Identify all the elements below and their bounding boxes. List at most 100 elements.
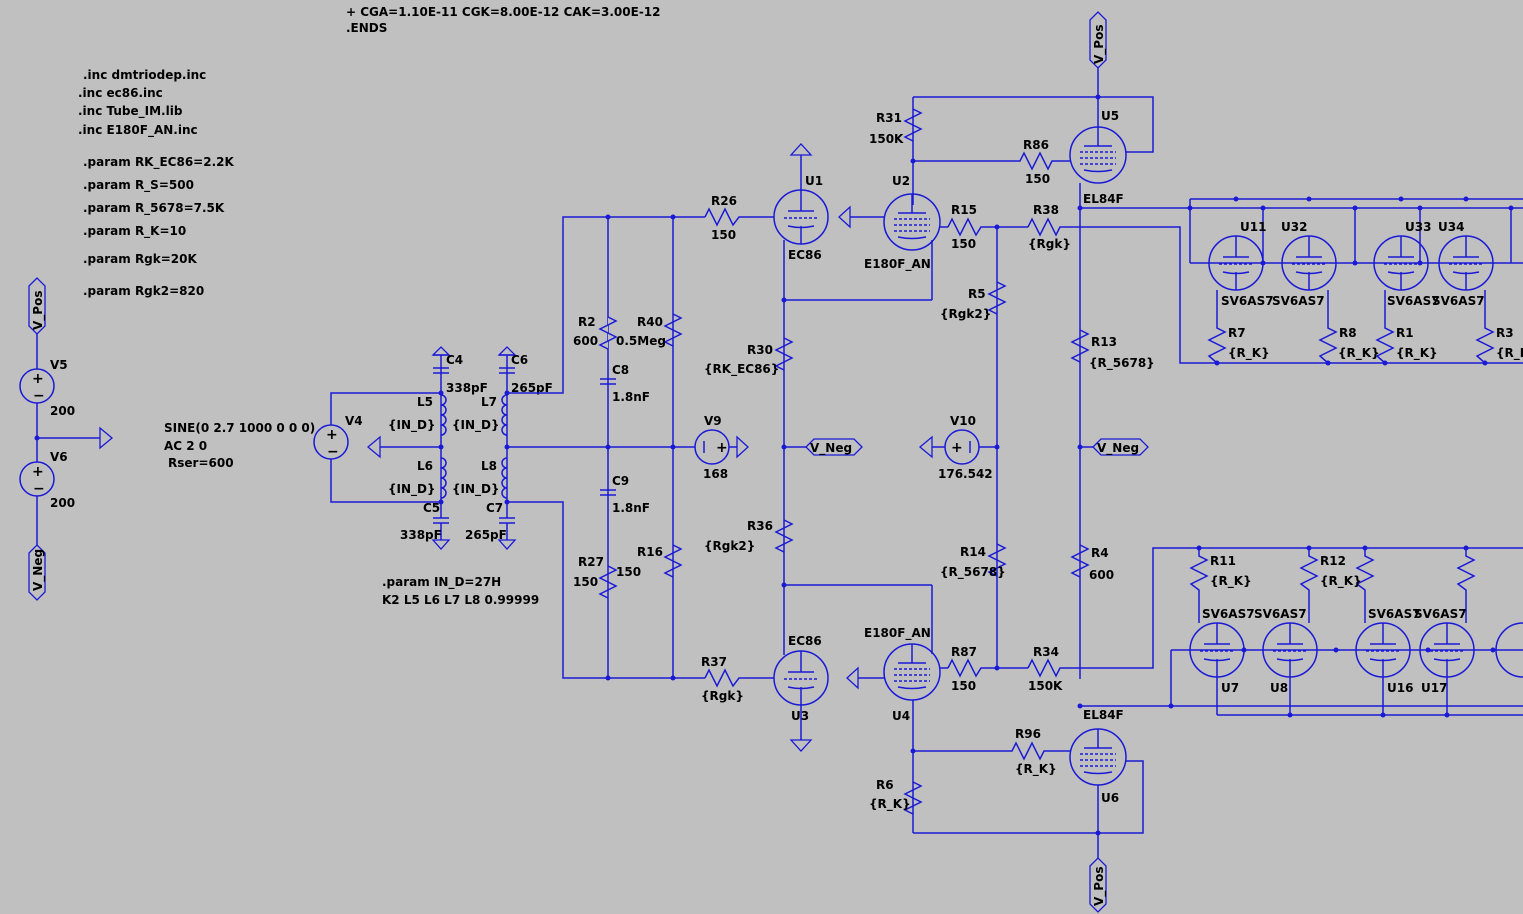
input-transformer[interactable]: C4 338pF C6 265pF L5 {IN_D} L7 {IN_D} L6… xyxy=(366,346,553,550)
capacitor-c6[interactable] xyxy=(499,367,515,374)
component-value: 200 xyxy=(50,404,75,418)
component-value: 600 xyxy=(1089,568,1114,582)
tube-ref: U8 xyxy=(1270,681,1288,695)
input-bias-network[interactable]: R2 600 R40 0.5Meg C8 1.8nF C9 1.8nF R27 … xyxy=(507,214,705,681)
component-value: 265pF xyxy=(511,381,553,395)
tube-u3[interactable] xyxy=(773,650,829,706)
component-name: R30 xyxy=(747,343,773,357)
inductor-l5[interactable] xyxy=(440,394,447,436)
component-value: {IN_D} xyxy=(452,418,500,433)
resistor-r16[interactable] xyxy=(947,658,997,678)
param-line[interactable]: .param R_5678=7.5K xyxy=(83,201,225,216)
resistor-r40[interactable] xyxy=(663,313,683,347)
resistor-r96[interactable] xyxy=(1207,290,1227,364)
resistor-r1[interactable] xyxy=(1189,548,1209,623)
power-tube-bank-top[interactable]: U11 U32 U33 U34 SV6AS7 SV6AS7 SV6AS7 SV6… xyxy=(1187,196,1523,366)
component-name: V9 xyxy=(704,414,722,428)
resistor-r87[interactable] xyxy=(913,741,1070,761)
bias-source-v9[interactable]: + V9 168 xyxy=(694,414,749,481)
capacitor-c9[interactable] xyxy=(600,489,616,496)
resistor-r26[interactable] xyxy=(704,207,774,227)
component-name: R31 xyxy=(876,111,902,125)
inductor-l8[interactable] xyxy=(501,457,508,499)
capacitor-c4[interactable] xyxy=(433,367,449,374)
tube-model: SV6AS7 xyxy=(1272,294,1325,308)
param-line[interactable]: .param Rgk=20K xyxy=(83,252,198,266)
resistor-r33[interactable] xyxy=(774,519,794,553)
resistor-r3[interactable] xyxy=(1299,548,1319,623)
component-value: 150 xyxy=(711,228,736,242)
capacitor-c8[interactable] xyxy=(600,378,616,385)
component-name: R96 xyxy=(1015,727,1041,741)
ec86-stage[interactable]: R26 150 R37 {Rgk} U1 EC86 EC86 U3 R30 {R… xyxy=(701,143,932,752)
param-line[interactable]: .param Rgk2=820 xyxy=(83,284,204,298)
tube-ref: U1 xyxy=(805,174,823,188)
resistor-r36[interactable] xyxy=(987,543,1007,577)
include-line[interactable]: .inc E180F_AN.inc xyxy=(78,123,198,138)
tube-model: SV6AS7 xyxy=(1387,294,1440,308)
resistor-r11[interactable] xyxy=(1355,548,1375,623)
param-line[interactable]: .param RK_EC86=2.2K xyxy=(83,155,234,170)
component-value: 150K xyxy=(869,132,904,146)
resistor-r38[interactable] xyxy=(1027,217,1523,364)
resistor-r15[interactable] xyxy=(947,217,997,237)
component-value: {R_K} xyxy=(1210,574,1252,589)
capacitor-c7[interactable] xyxy=(499,517,515,524)
bias-source-v10[interactable]: + V10 176.542 xyxy=(918,414,997,481)
component-value: {R_K} xyxy=(869,797,911,812)
resistor-r31[interactable] xyxy=(903,108,923,142)
resistor-r2[interactable] xyxy=(598,316,618,350)
capacitor-c5[interactable] xyxy=(433,517,449,524)
param-line[interactable]: .param IN_D=27H xyxy=(382,575,501,590)
net-flag-vneg xyxy=(805,438,863,456)
resistor-r13[interactable] xyxy=(1070,329,1090,363)
resistor-r34[interactable] xyxy=(903,781,923,815)
resistor-r27[interactable] xyxy=(704,668,774,688)
resistor-r5[interactable] xyxy=(987,281,1007,315)
resistor-r14[interactable] xyxy=(1070,544,1090,578)
resistor-r6[interactable] xyxy=(1318,290,1338,364)
e180f-stage[interactable]: U2 E180F_AN R15 150 R38 {Rgk} R5 {Rgk2} … xyxy=(838,174,1523,723)
include-line[interactable]: .inc Tube_IM.lib xyxy=(78,104,183,119)
include-line[interactable]: .inc ec86.inc xyxy=(78,86,163,100)
tube-model: SV6AS7 xyxy=(1202,607,1255,621)
component-name: R26 xyxy=(711,194,737,208)
resistor-r4[interactable] xyxy=(598,565,618,599)
component-value: {R_5678} xyxy=(940,565,1006,580)
component-value: 176.542 xyxy=(938,467,993,481)
component-name: V6 xyxy=(50,450,68,464)
tube-u6[interactable] xyxy=(1069,728,1127,786)
component-value: {Rgk} xyxy=(1028,237,1071,251)
tube-ref: U5 xyxy=(1101,109,1119,123)
component-value: {Rgk2} xyxy=(940,307,991,321)
param-line[interactable]: .param R_S=500 xyxy=(83,178,194,193)
tube-model: SV6AS7 xyxy=(1432,294,1485,308)
resistor-r8[interactable] xyxy=(1475,290,1495,364)
input-source-v4[interactable]: SINE(0 2.7 1000 0 0 0) AC 2 0 Rser=600 V… xyxy=(164,392,441,503)
component-name: R13 xyxy=(1091,335,1117,349)
inductor-l7[interactable] xyxy=(501,394,508,436)
power-tube-bank-bottom[interactable]: R11 {R_K} R12 {R_K} SV6AS7 SV6AS7 SV6AS7… xyxy=(1077,545,1523,718)
resistor-r86[interactable] xyxy=(913,151,1070,171)
resistor-r41[interactable] xyxy=(663,544,683,578)
resistor-r7[interactable] xyxy=(1375,290,1395,364)
component-value: {R_K} xyxy=(1320,574,1362,589)
supply-v5-v6[interactable]: V_Pos +− V5 200 +− V6 200 V_Neg xyxy=(19,277,114,601)
component-value: {IN_D} xyxy=(388,482,436,497)
resistor-r30[interactable] xyxy=(774,337,794,371)
component-name: R5 xyxy=(968,287,986,301)
tube-u1[interactable] xyxy=(773,189,829,245)
tube-u5[interactable] xyxy=(1069,126,1127,184)
resistor-r37[interactable] xyxy=(1027,547,1523,678)
component-name: R14 xyxy=(960,545,986,559)
tube-ref: U6 xyxy=(1101,791,1119,805)
inductor-l6[interactable] xyxy=(440,457,447,499)
coupling-line[interactable]: K2 L5 L6 L7 L8 0.99999 xyxy=(382,593,539,607)
include-line[interactable]: .inc dmtriodep.inc xyxy=(83,68,206,82)
param-line[interactable]: .param R_K=10 xyxy=(83,224,186,239)
el84-top-stage[interactable]: V_Pos U5 EL84F R31 150K R86 150 R13 {R_5… xyxy=(869,11,1523,679)
component-name: R4 xyxy=(1091,546,1109,560)
resistor-r12[interactable] xyxy=(1456,548,1476,623)
el84-bottom-stage[interactable]: EL84F U6 R96 {R_K} R6 {R_K} V_Pos xyxy=(869,700,1144,913)
